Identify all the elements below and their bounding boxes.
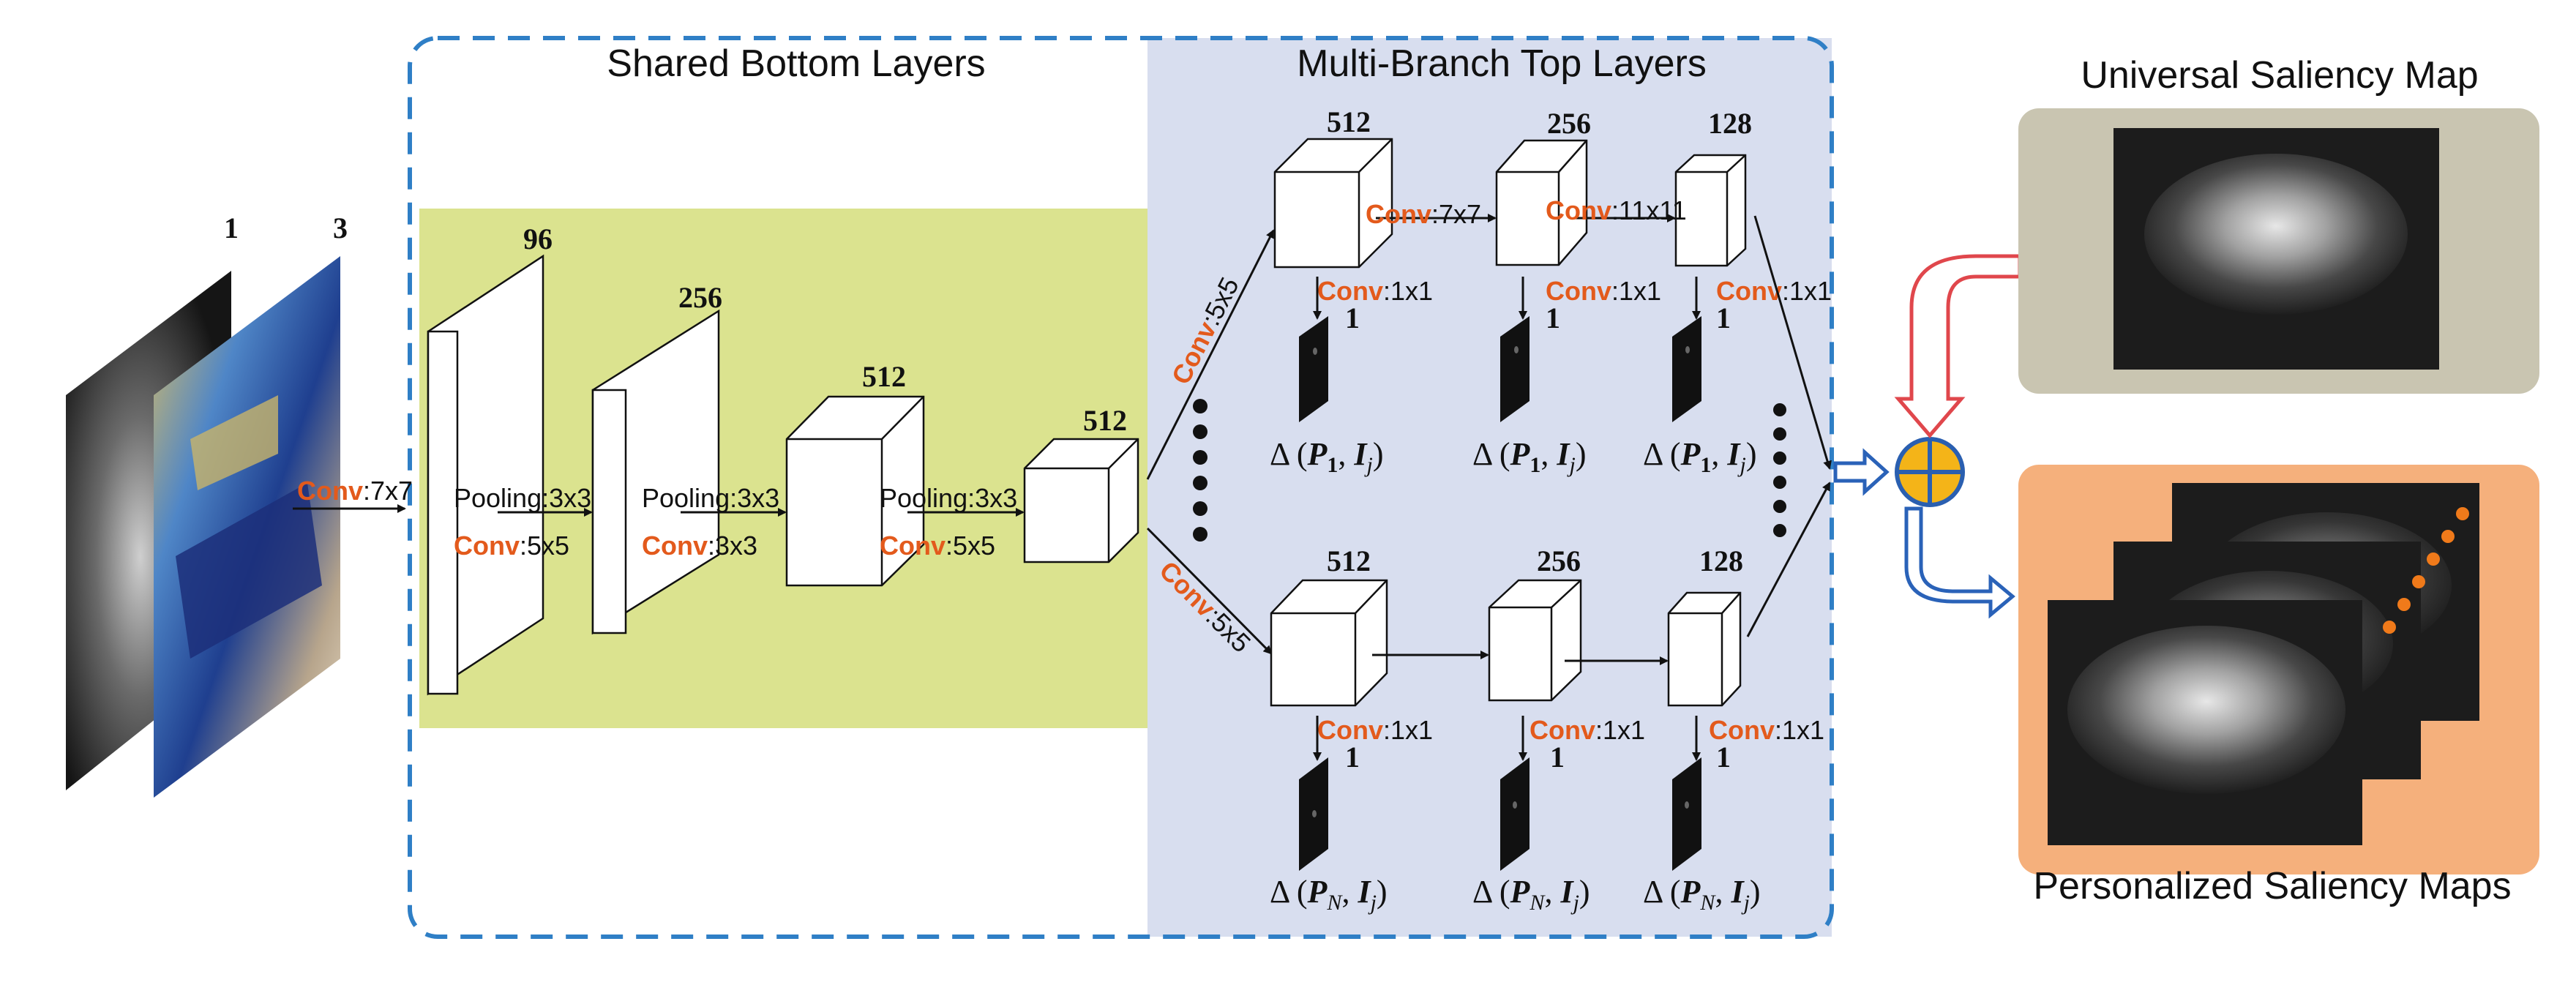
branch-title: Multi-Branch Top Layers bbox=[1297, 42, 1707, 85]
bottom-output-2-channels: 1 bbox=[1550, 741, 1565, 774]
top-branch-cube-2 bbox=[1495, 139, 1588, 266]
pool-3-label: Pooling:3x3 bbox=[880, 483, 1017, 513]
bottom-delta-2: Δ (PN, Ij) bbox=[1472, 874, 1590, 915]
universal-title: Universal Saliency Map bbox=[2081, 54, 2478, 97]
fusion-plus-icon bbox=[1895, 437, 1965, 507]
top-output-2-channels: 1 bbox=[1546, 302, 1560, 334]
bottom-output-1-conv: Conv:1x1 bbox=[1317, 715, 1433, 745]
shared-layer-1 bbox=[427, 254, 544, 696]
top-output-3-conv: Conv:1x1 bbox=[1716, 276, 1832, 306]
top-output-2 bbox=[1500, 277, 1530, 422]
bottom-branch-cube-3 bbox=[1667, 591, 1742, 707]
branch-ellipsis-left bbox=[1193, 399, 1208, 542]
shared-layer-3-channels: 512 bbox=[862, 360, 906, 393]
to-plus-arrow bbox=[1833, 448, 1890, 496]
bottom-output-2 bbox=[1500, 716, 1530, 871]
top-delta-2: Δ (P1, Ij) bbox=[1472, 436, 1587, 477]
top-delta-3: Δ (P1, Ij) bbox=[1643, 436, 1757, 477]
bottom-branch-1-channels: 512 bbox=[1327, 544, 1371, 577]
top-branch-cube-3 bbox=[1674, 154, 1747, 267]
top-conv-b: Conv:11x11 bbox=[1546, 195, 1687, 225]
shared-layer-1-channels: 96 bbox=[523, 222, 553, 255]
conv-3-label: Conv:5x5 bbox=[880, 531, 995, 561]
dashed-frame bbox=[408, 36, 1834, 939]
bottom-delta-1: Δ (PN, Ij) bbox=[1270, 874, 1388, 915]
shared-layer-3 bbox=[785, 395, 925, 587]
top-branch-2-channels: 256 bbox=[1547, 107, 1591, 140]
top-output-3 bbox=[1672, 277, 1701, 422]
split-arrow-top bbox=[1146, 229, 1275, 480]
personalized-ellipsis bbox=[2383, 507, 2469, 634]
top-output-1-channels: 1 bbox=[1345, 302, 1360, 334]
shared-title: Shared Bottom Layers bbox=[607, 42, 985, 85]
bottom-branch-3-channels: 128 bbox=[1699, 544, 1743, 577]
universal-feedback-arrow bbox=[1894, 254, 2022, 438]
top-output-3-channels: 1 bbox=[1716, 302, 1731, 334]
top-delta-1: Δ (P1, Ij) bbox=[1270, 436, 1384, 477]
bottom-output-1-channels: 1 bbox=[1345, 741, 1360, 774]
shared-layer-2-channels: 256 bbox=[678, 281, 722, 314]
converge-arrow-top bbox=[1753, 215, 1832, 470]
pool-1-label: Pooling:3x3 bbox=[454, 483, 591, 513]
input-photo-slice bbox=[154, 256, 340, 798]
universal-saliency-map bbox=[2113, 128, 2439, 370]
shared-layer-4-channels: 512 bbox=[1083, 404, 1127, 437]
bottom-branch-cube-1 bbox=[1270, 579, 1388, 707]
bottom-delta-3: Δ (PN, Ij) bbox=[1643, 874, 1761, 915]
pool-2-label: Pooling:3x3 bbox=[642, 483, 779, 513]
conv-2-label: Conv:3x3 bbox=[642, 531, 757, 561]
bottom-branch-2-channels: 256 bbox=[1537, 544, 1581, 577]
top-output-1 bbox=[1299, 277, 1328, 422]
top-branch-cube-1 bbox=[1273, 138, 1393, 269]
bottom-output-3-channels: 1 bbox=[1716, 741, 1731, 774]
personalized-map-1 bbox=[2048, 600, 2362, 845]
split-arrow-bottom bbox=[1146, 527, 1273, 655]
bottom-output-3 bbox=[1672, 716, 1701, 871]
bottom-branch-cube-2 bbox=[1488, 579, 1582, 702]
top-output-1-conv: Conv:1x1 bbox=[1317, 276, 1433, 306]
input-channel-1: 1 bbox=[224, 211, 239, 244]
top-output-2-conv: Conv:1x1 bbox=[1546, 276, 1661, 306]
to-personalized-arrow bbox=[1904, 506, 2015, 619]
bottom-output-1 bbox=[1299, 716, 1328, 871]
top-branch-3-channels: 128 bbox=[1708, 107, 1752, 140]
conv-1-label: Conv:5x5 bbox=[454, 531, 569, 561]
personalized-title: Personalized Saliency Maps bbox=[2033, 865, 2511, 907]
top-conv-a: Conv:7x7 bbox=[1366, 199, 1481, 229]
shared-layer-2 bbox=[591, 309, 720, 635]
bottom-output-3-conv: Conv:1x1 bbox=[1709, 715, 1824, 745]
branch-ellipsis-right bbox=[1773, 403, 1786, 537]
top-branch-1-channels: 512 bbox=[1327, 105, 1371, 138]
converge-arrow-bottom bbox=[1746, 482, 1831, 637]
input-channel-3: 3 bbox=[333, 211, 348, 244]
input-conv-label: Conv:7x7 bbox=[297, 476, 413, 506]
shared-layer-4 bbox=[1023, 438, 1139, 563]
bottom-output-2-conv: Conv:1x1 bbox=[1530, 715, 1645, 745]
